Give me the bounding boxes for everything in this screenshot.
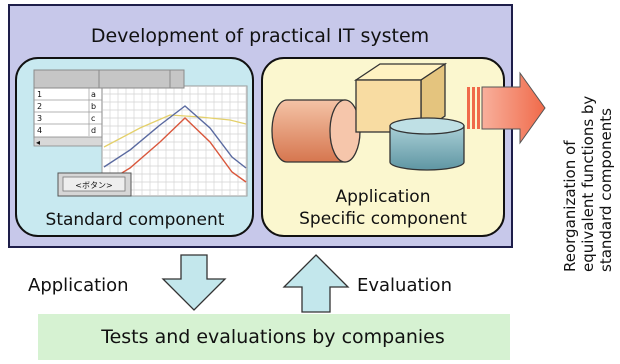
reorganization-arrow	[467, 71, 546, 145]
side-text-line2: equivalent functions by	[579, 96, 597, 272]
application-label: Application	[28, 275, 129, 296]
button-widget-label: <ボタン>	[75, 181, 112, 190]
reorganization-side-text: Reorganization of equivalent functions b…	[561, 96, 615, 272]
main-system-title: Development of practical IT system	[91, 25, 429, 47]
chart-line-red	[103, 117, 247, 185]
side-text-line1: Reorganization of	[561, 140, 579, 272]
grid-row-number: 2	[37, 102, 42, 111]
evaluation-label: Evaluation	[357, 275, 452, 296]
grid-row-value: b	[91, 102, 96, 111]
button-widget-illustration: <ボタン>	[57, 172, 132, 197]
specific-component-panel: Application Specific component	[261, 57, 505, 237]
specific-component-label-line1: Application	[336, 187, 431, 207]
chart-line-yellow	[103, 114, 247, 148]
teal-cylinder-shape	[389, 117, 465, 171]
grid-row-number: 4	[37, 126, 42, 135]
grid-row-number: 1	[37, 90, 42, 99]
scroll-left-arrow-icon: ◂	[36, 138, 40, 147]
horizontal-scrollbar	[33, 136, 103, 147]
standard-component-label: Standard component	[46, 210, 225, 230]
application-down-arrow	[161, 254, 227, 311]
tests-evaluations-label: Tests and evaluations by companies	[100, 326, 445, 348]
grid-row-value: a	[91, 90, 96, 99]
grid-row-value: d	[91, 126, 96, 135]
specific-component-label-line2: Specific component	[299, 209, 467, 229]
standard-component-panel: 1 a 2 b 3 c 4 d ◂ <ボタン> Standard compone…	[15, 57, 254, 237]
evaluation-up-arrow	[282, 254, 350, 313]
tests-evaluations-box	[38, 314, 510, 360]
side-text-line3: standard components	[597, 108, 615, 272]
orange-cylinder-shape	[271, 99, 361, 163]
spreadsheet-window-illustration: 1 a 2 b 3 c 4 d ◂	[33, 69, 185, 147]
grid-row-number: 3	[37, 114, 42, 123]
chart-line-blue	[103, 105, 247, 169]
grid-row-value: c	[91, 114, 95, 123]
